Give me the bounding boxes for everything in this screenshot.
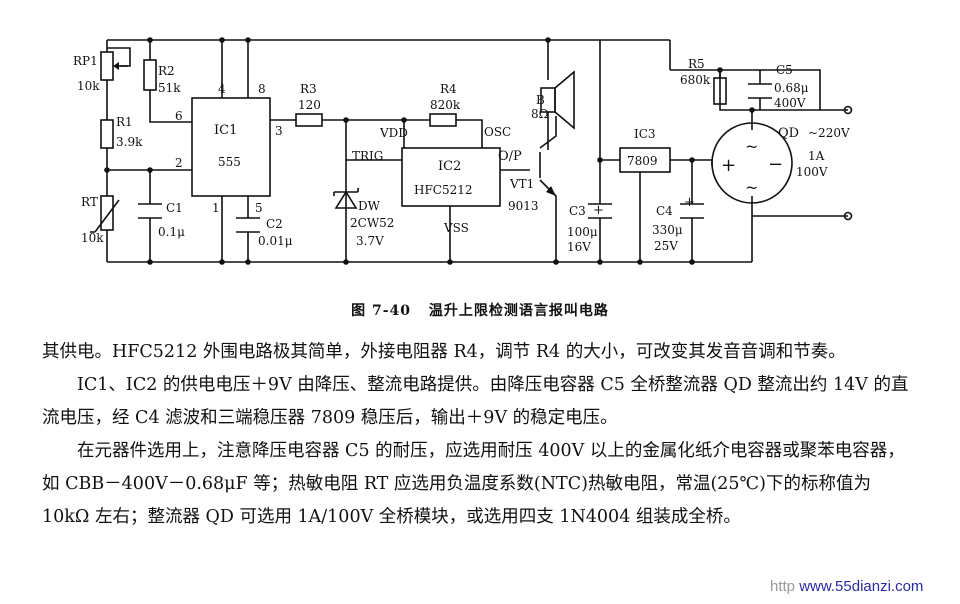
label-qd-tilde-top: ~ [745, 137, 758, 156]
label-pin8: 8 [258, 82, 266, 96]
watermark-prefix: http [770, 578, 796, 595]
ac-terminal-bottom[interactable] [843, 211, 853, 221]
label-c5: C5 [776, 63, 793, 77]
label-qd-minus: − [768, 154, 783, 175]
c5-capacitor [748, 83, 772, 99]
label-qd-plus: + [721, 155, 736, 176]
ac-terminal-top[interactable] [843, 105, 853, 115]
label-vt1: VT1 [509, 177, 534, 191]
label-pin1: 1 [212, 201, 220, 215]
label-op: O/P [498, 149, 522, 164]
rp1-potentiometer [100, 51, 128, 81]
label-b: B [536, 93, 545, 107]
r2-resistor [143, 59, 157, 91]
label-c2-val: 0.01μ [258, 234, 293, 248]
label-ac: ~220V [808, 126, 850, 140]
label-pin3: 3 [275, 124, 283, 138]
figure-number: 图 7-40 [351, 303, 412, 319]
label-c1: C1 [166, 201, 183, 215]
junction-dots [104, 37, 755, 265]
label-dw-type: 2CW52 [350, 216, 394, 230]
label-r2: R2 [158, 64, 175, 78]
label-qd-val2: 100V [796, 165, 828, 179]
label-vss: VSS [443, 221, 469, 235]
circuit-schematic: RP1 10k R1 3.9k R2 51k RT 10k C1 0.1μ IC… [73, 37, 853, 265]
label-b-val: 8Ω [531, 107, 549, 121]
label-r5: R5 [688, 57, 705, 71]
label-ic3-type: 7809 [627, 154, 658, 168]
label-r2-val: 51k [158, 81, 181, 95]
label-ic1-type: 555 [218, 155, 241, 169]
r4-resistor [429, 113, 457, 127]
label-c4-val2: 25V [654, 239, 678, 253]
label-r5-val: 680k [680, 73, 711, 87]
label-ic1: IC1 [214, 123, 237, 138]
label-vt1-type: 9013 [508, 199, 539, 213]
label-ic2: IC2 [438, 159, 461, 174]
label-dw-val: 3.7V [356, 234, 384, 248]
label-vdd: VDD [379, 126, 408, 140]
label-c4-plus: + [684, 195, 695, 210]
ic2-chip [401, 147, 501, 207]
c2-capacitor [236, 217, 260, 233]
wires [106, 39, 848, 263]
ic3-regulator [619, 147, 671, 173]
paragraph-2: IC1、IC2 的供电电压＋9V 由降压、整流电路提供。由降压电容器 C5 全桥… [42, 375, 909, 428]
r3-resistor [295, 113, 323, 127]
label-r4-val: 820k [430, 98, 461, 112]
label-c5-val2: 400V [774, 96, 806, 110]
label-pin4: 4 [218, 82, 226, 96]
label-c3-val2: 16V [567, 240, 591, 254]
qd-bridge-rectifier [711, 122, 793, 204]
label-c2: C2 [266, 217, 283, 231]
label-c4-val1: 330μ [652, 223, 683, 237]
figure-caption: 图 7-40 温升上限检测语言报叫电路 [0, 300, 960, 320]
label-r3-val: 120 [298, 98, 321, 112]
label-c3-val1: 100μ [567, 225, 598, 239]
label-qd-val1: 1A [808, 149, 825, 163]
label-r1-val: 3.9k [116, 135, 143, 149]
c4-capacitor [680, 203, 704, 219]
label-rt-val: 10k [81, 231, 104, 245]
label-c3: C3 [569, 204, 586, 218]
c3-capacitor [588, 203, 612, 219]
c1-capacitor [138, 203, 162, 219]
watermark-site: www.55dianzi.com [799, 578, 924, 595]
label-r3: R3 [300, 82, 317, 96]
label-pin6: 6 [175, 109, 183, 123]
label-pin5: 5 [255, 201, 263, 215]
vt1-emitter-arrow [546, 186, 556, 196]
label-qd: QD [778, 126, 799, 141]
watermark: http www.55dianzi.com [770, 578, 923, 595]
label-rp1: RP1 [73, 54, 98, 68]
speaker-icon [540, 70, 575, 130]
r1-resistor [100, 119, 114, 149]
label-osc: OSC [484, 125, 511, 139]
label-pin2: 2 [175, 156, 183, 170]
label-r1: R1 [116, 115, 133, 129]
label-ic2-type: HFC5212 [414, 183, 473, 197]
paragraph-3: 在元器件选用上，注意降压电容器 C5 的耐压，应选用耐压 400V 以上的金属化… [42, 441, 905, 527]
label-trig: TRIG [352, 149, 383, 163]
label-c5-val1: 0.68μ [774, 81, 809, 95]
r5-resistor [713, 77, 727, 105]
label-c4: C4 [656, 204, 673, 218]
label-dw: DW [358, 199, 381, 213]
label-c3-plus: + [593, 203, 604, 218]
paragraph-1: 其供电。HFC5212 外围电路极其简单，外接电阻器 R4，调节 R4 的大小，… [42, 342, 846, 362]
dw-zener-diode [333, 188, 359, 209]
label-rt: RT [81, 195, 98, 209]
figure-title: 温升上限检测语言报叫电路 [428, 303, 609, 319]
body-text: 其供电。HFC5212 外围电路极其简单，外接电阻器 R4，调节 R4 的大小，… [42, 336, 922, 534]
label-qd-tilde-bottom: ~ [745, 178, 758, 197]
label-rp1-val: 10k [77, 79, 100, 93]
label-c1-val: 0.1μ [158, 225, 185, 239]
label-ic3: IC3 [634, 127, 656, 141]
label-r4: R4 [440, 82, 457, 96]
rt-thermistor [90, 195, 120, 233]
ic1-chip [191, 97, 271, 197]
